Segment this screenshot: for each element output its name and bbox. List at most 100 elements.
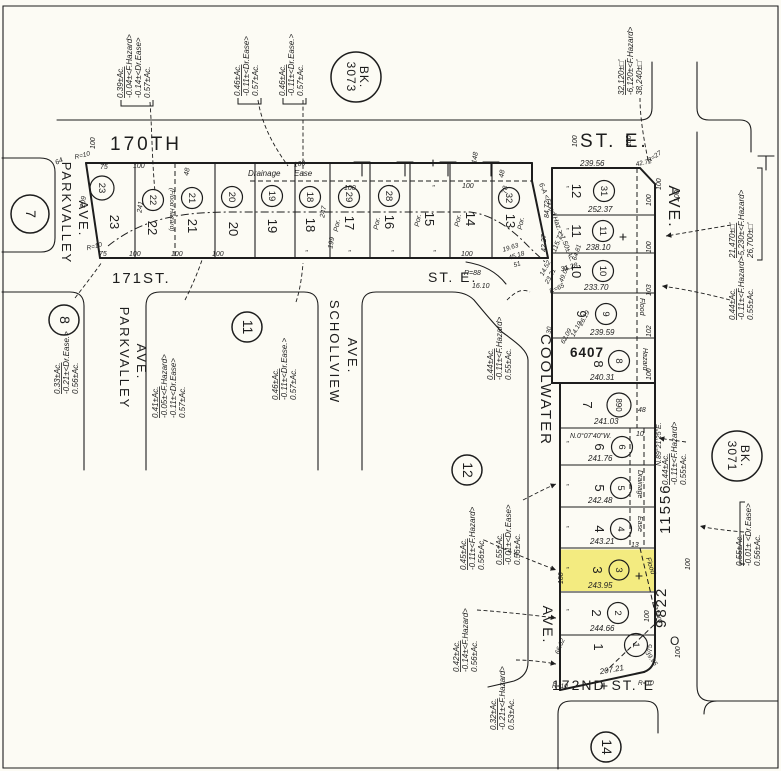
dim: 100 (656, 178, 663, 190)
annotation-lot21: 0.57±Ac. -0.11±<Dr.Ease> -0.05±<F.Hazard… (151, 354, 187, 418)
lot-number-highlighted: 3 (590, 566, 605, 573)
tract-numbers: 6407 11556 9822 O (570, 345, 681, 648)
tract-11556: 11556 (657, 483, 674, 534)
lot-number: 16 (382, 215, 397, 229)
annotation-line: -5,230±<F.Hazard> (737, 189, 746, 258)
annotation-line: 0.33±Ac. (53, 362, 62, 394)
dim: 100 (129, 251, 141, 258)
selected-parcel-lot-3[interactable] (561, 549, 654, 592)
annotation-line: -0.11±<Dr.Ease.> (287, 33, 296, 96)
street-label-172nd: 172ND ST. E (552, 677, 655, 693)
lot-number: 13 (503, 214, 518, 228)
dim-100-ease: 100 (293, 160, 306, 169)
annotation-line: 0.44±Ac. (486, 348, 495, 380)
tract-9822: 9822 (653, 587, 670, 628)
dim: " (566, 186, 569, 193)
lot-number: 20 (226, 222, 241, 236)
dim: " (348, 250, 351, 257)
book-label-bk: BK. (357, 66, 371, 88)
lot-dim-bottom: 233.70 (583, 283, 609, 292)
annotation-lot7: 0.55±Ac. -0.11±<F.Hazard> 0.44±Ac. (661, 421, 688, 485)
lot-number: 7 (580, 401, 595, 408)
lot-dim-bottom: 244.66 (589, 624, 615, 633)
annotation-line: 0.56±Ac. (470, 640, 479, 672)
annotation-right-sqft: 26,700±□' -5,230±<F.Hazard> 21,470±□' (728, 189, 755, 259)
dim: 42.72 (635, 158, 653, 168)
dim: " (390, 185, 393, 192)
dim: 48 (638, 407, 646, 414)
lot-number: 4 (592, 525, 607, 532)
street-label-parkvalley-lower: PARKVALLEY (117, 307, 132, 410)
dim: " (432, 185, 435, 192)
annotation-line: -0.11±<F.Hazard> (737, 256, 746, 320)
parcel-circle-number: 19 (266, 191, 277, 202)
annotation-line: -0.11±<F.Hazard> (670, 421, 679, 485)
annotation-line: 21,470±□' (728, 222, 737, 259)
por-label: Por. (373, 217, 382, 231)
annotation-line: 26,700±□' (746, 222, 755, 259)
right-column-lot-lines (465, 167, 656, 691)
lot-dim-bottom: 243.21 (589, 537, 614, 546)
dim: 241 (136, 201, 145, 215)
block-circle-14: 14 (599, 739, 615, 755)
street-label-parkvalley-lower-ave: AVE. (134, 344, 149, 381)
dim: 30 (546, 326, 554, 334)
dim: 100 (212, 251, 224, 258)
dim: 209 (79, 196, 88, 210)
right-column-lots: 239.56 12 31 252.37 11 11 238.10 10 10 2… (569, 159, 649, 676)
street-label-coolwater-ave: AVE. (540, 606, 556, 645)
block-circle-8: 8 (57, 316, 73, 324)
tract-o-label: O (670, 634, 681, 648)
dim: 100 (646, 241, 653, 253)
annotation-brackets (120, 98, 763, 565)
annotation-line: -0.11±<F.Hazard> (495, 316, 504, 380)
drainage-ease-label2: Ease (294, 169, 313, 178)
parcel-circle-number: 28 (383, 191, 394, 202)
hazard-line-label: Hazard (641, 348, 648, 372)
dim: 84.72 (544, 200, 551, 218)
street-label-st-e-top: ST. E. (580, 131, 649, 152)
lot-dim-bottom: 207.21 (598, 663, 625, 676)
annotation-line: -6,120±<F.Hazard> (626, 26, 635, 95)
top-row-lots: 23 23 22 22 21 21 20 20 19 19 18 18 17 2… (89, 175, 526, 236)
annotation-line: -0.11±<Dr.Ease> (242, 36, 251, 96)
flood-hazard-paren-label: (Flood Hazard) (168, 188, 175, 231)
annotation-line: 0.57±Ac. (296, 64, 305, 96)
annotation-line: 32,120±□' (617, 59, 626, 95)
annotation-line: 0.32±Ac. (489, 698, 498, 730)
annotation-line: -0.21±<F.Hazard> (498, 666, 507, 730)
annotation-line: 0.44±Ac. (728, 288, 737, 320)
annotation-line: 0.46±Ac. (271, 368, 280, 400)
parcel-circle-number: 3 (613, 567, 624, 572)
parcel-circle-number: 9 (600, 311, 611, 316)
annotation-leader-lines (74, 97, 745, 666)
lot-dim-bottom: 239.59 (589, 328, 615, 337)
parcel-circle-number: 2 (612, 610, 623, 615)
dim: 75 (99, 251, 107, 258)
dim: 100 (90, 137, 97, 149)
annotation-line: 0.55±Ac. (679, 453, 688, 485)
annotation-line: 0.55±Ac. (746, 288, 755, 320)
annotation-lot20: 0.57±Ac. -0.11±<Dr.Ease.> 0.46±Ac. (271, 337, 298, 400)
annotation-right-lower: 0.56±Ac. -0.01± <Dr.Ease> 0.55±Ac. (735, 503, 762, 566)
lot-number: 22 (145, 221, 160, 235)
dim: 100 (674, 190, 681, 202)
annotation-right-acres: 0.55±Ac. -0.11±<F.Hazard> 0.44±Ac. (728, 256, 755, 320)
dim: 10 (636, 431, 644, 438)
annotation-line: 0.56±Ac. (513, 533, 522, 565)
annotation-line: -0.01± <Dr.Ease> (744, 503, 753, 566)
annotation-line: 0.57±Ac. (143, 66, 152, 98)
por-label: Por. (333, 219, 342, 233)
dim: 100 (344, 185, 356, 192)
drainage-line-label: Drainage (636, 470, 643, 499)
annotation-lot12-sqft: 38,240±□' -6,120±<F.Hazard> 32,120±□' (617, 26, 644, 95)
parcel-circle-number: 4 (615, 526, 626, 531)
lot-number: 19 (265, 219, 280, 233)
dim: R=10 (552, 683, 568, 690)
annotation-line: 0.57±Ac. (289, 368, 298, 400)
annotation-line: -0.11±<Dr.Ease.> (280, 337, 289, 400)
dim: R=88 (464, 270, 481, 277)
lot-dim-bottom: 240.31 (589, 373, 614, 382)
